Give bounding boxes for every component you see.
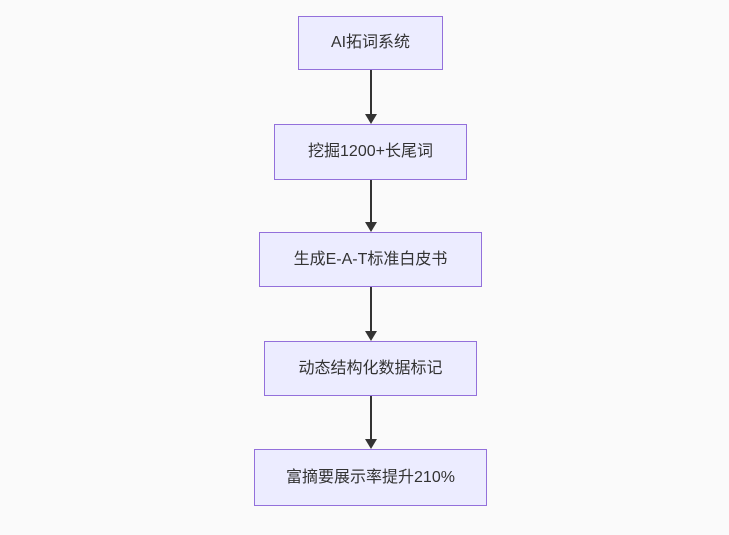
flow-arrow-1 bbox=[364, 70, 377, 124]
arrow-line bbox=[369, 180, 372, 223]
arrowhead-down-icon bbox=[364, 331, 377, 341]
arrow-line bbox=[369, 70, 372, 115]
flowchart-node-rich-snippet-result: 富摘要展示率提升210% bbox=[254, 449, 487, 506]
arrow-line bbox=[369, 396, 372, 440]
arrow-line bbox=[369, 287, 372, 332]
flowchart-node-ai-system: AI拓词系统 bbox=[298, 16, 443, 70]
arrowhead-down-icon bbox=[364, 439, 377, 449]
arrowhead-down-icon bbox=[364, 114, 377, 124]
flow-arrow-3 bbox=[364, 287, 377, 341]
flowchart-node-longtail-words: 挖掘1200+长尾词 bbox=[274, 124, 467, 180]
arrowhead-down-icon bbox=[364, 222, 377, 232]
flow-arrow-2 bbox=[364, 180, 377, 232]
flowchart-node-eat-whitepaper: 生成E-A-T标准白皮书 bbox=[259, 232, 482, 287]
flow-arrow-4 bbox=[364, 396, 377, 449]
flowchart-node-structured-data: 动态结构化数据标记 bbox=[264, 341, 477, 396]
